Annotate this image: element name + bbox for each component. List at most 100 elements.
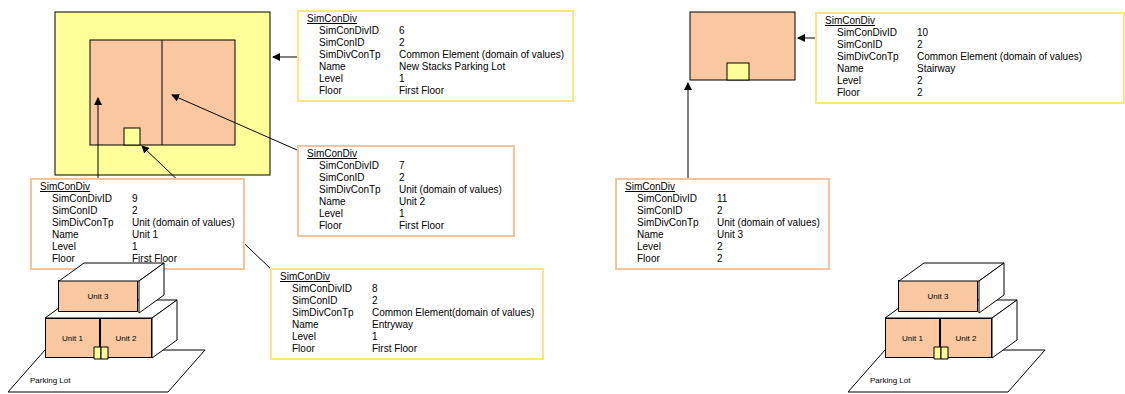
parking-lot-plan xyxy=(55,12,270,175)
unit-divider xyxy=(162,40,163,145)
attribute-name: Floor xyxy=(319,85,391,97)
class-name: SimConDiv xyxy=(280,271,534,283)
attribute-name: SimDivConTp xyxy=(837,51,909,63)
attribute-value: 9 xyxy=(132,193,235,205)
attribute-name: SimConID xyxy=(52,205,124,217)
attribute-table: SimConDivID6SimConID2SimDivConTpCommon E… xyxy=(307,25,564,97)
attribute-name: Name xyxy=(52,229,124,241)
attribute-value: Unit (domain of values) xyxy=(399,184,505,196)
unit-face: Unit 2 xyxy=(100,318,152,358)
class-name: SimConDiv xyxy=(625,181,820,193)
lot-label: Parking Lot xyxy=(870,376,910,385)
attribute-name: Floor xyxy=(292,343,364,355)
attribute-name: SimConDivID xyxy=(319,160,391,172)
attribute-name: SimConDivID xyxy=(52,193,124,205)
callout-box: SimConDivSimConDivID11SimConID2SimDivCon… xyxy=(615,178,830,270)
unit-face: Unit 1 xyxy=(885,318,940,358)
callout-box: SimConDivSimConDivID10SimConID2SimDivCon… xyxy=(815,12,1125,104)
attribute-value: First Floor xyxy=(399,85,564,97)
attribute-name: Name xyxy=(319,61,391,73)
attribute-name: SimDivConTp xyxy=(292,307,364,319)
attribute-value: Common Element (domain of values) xyxy=(917,51,1115,63)
attribute-value: 2 xyxy=(917,75,1115,87)
attribute-name: Floor xyxy=(637,253,709,265)
unit-face: Unit 3 xyxy=(898,280,978,312)
attribute-name: SimConID xyxy=(292,295,364,307)
attribute-value: 6 xyxy=(399,25,564,37)
attribute-name: SimConDivID xyxy=(637,193,709,205)
attribute-name: Name xyxy=(319,196,391,208)
attribute-value: 8 xyxy=(372,283,534,295)
attribute-value: New Stacks Parking Lot xyxy=(399,61,564,73)
attribute-name: SimDivConTp xyxy=(637,217,709,229)
attribute-name: Level xyxy=(837,75,909,87)
attribute-value: First Floor xyxy=(372,343,534,355)
attribute-value: 7 xyxy=(399,160,505,172)
attribute-value: Unit 3 xyxy=(717,229,820,241)
attribute-value: 2 xyxy=(717,205,820,217)
lot-label: Parking Lot xyxy=(30,376,70,385)
class-name: SimConDiv xyxy=(825,15,1115,27)
attribute-value: 10 xyxy=(917,27,1115,39)
attribute-name: Level xyxy=(292,331,364,343)
attribute-name: Level xyxy=(637,241,709,253)
attribute-name: SimDivConTp xyxy=(52,217,124,229)
attribute-value: Entryway xyxy=(372,319,534,331)
attribute-value: 2 xyxy=(132,205,235,217)
attribute-name: SimDivConTp xyxy=(319,49,391,61)
attribute-table: SimConDivID 9SimConID 2SimDivConTp Unit (do… xyxy=(40,193,235,265)
attribute-name: SimConDivID xyxy=(319,25,391,37)
stairway-plan xyxy=(727,63,749,80)
attribute-name: SimConID xyxy=(837,39,909,51)
callout-box: SimConDivSimConDivID9SimConID2SimDivConT… xyxy=(30,178,245,270)
attribute-value: 2 xyxy=(399,172,505,184)
attribute-table: SimConDivID11SimConID2SimDivConTpUnit (d… xyxy=(625,193,820,265)
attribute-name: Level xyxy=(319,73,391,85)
entryway-plan xyxy=(124,128,140,145)
attribute-name: Floor xyxy=(837,87,909,99)
unit-face: Unit 3 xyxy=(58,280,138,312)
unit-label: Unit 2 xyxy=(956,334,977,343)
attribute-name: SimConDivID xyxy=(837,27,909,39)
attribute-value: 11 xyxy=(717,193,820,205)
attribute-value: Common Element(domain of values) xyxy=(372,307,534,319)
attribute-name: Name xyxy=(637,229,709,241)
attribute-name: SimConDivID xyxy=(292,283,364,295)
unit-face: Unit 2 xyxy=(940,318,992,358)
attribute-value: Unit (domain of values) xyxy=(132,217,235,229)
attribute-value: Common Element (domain of values) xyxy=(399,49,564,61)
unit-label: Unit 3 xyxy=(928,292,949,301)
attribute-table: SimConDivID10SimConID2SimDivConTpCommon … xyxy=(825,27,1115,99)
callout-box: SimConDivSimConDivID 8SimConID 2SimDivConT… xyxy=(270,268,544,360)
attribute-value: 2 xyxy=(717,253,820,265)
attribute-value: Unit 1 xyxy=(132,229,235,241)
unit-label: Unit 1 xyxy=(902,334,923,343)
attribute-value: 1 xyxy=(399,208,505,220)
attribute-table: SimConDivID 7SimConID 2SimDivConTp Unit (do… xyxy=(307,160,505,232)
unit-label: Unit 3 xyxy=(88,292,109,301)
attribute-value: 2 xyxy=(717,241,820,253)
attribute-value: Unit 2 xyxy=(399,196,505,208)
attribute-name: Name xyxy=(837,63,909,75)
attribute-value: 2 xyxy=(917,87,1115,99)
attribute-value: 1 xyxy=(132,241,235,253)
attribute-name: SimDivConTp xyxy=(319,184,391,196)
attribute-value: 2 xyxy=(399,37,564,49)
callout-box: SimConDivSimConDivID6SimConID2SimDivConT… xyxy=(297,10,574,102)
attribute-value: 2 xyxy=(917,39,1115,51)
building-plan xyxy=(90,40,235,145)
class-name: SimConDiv xyxy=(307,148,505,160)
attribute-table: SimConDivID 8SimConID 2SimDivConTp Common E… xyxy=(280,283,534,355)
attribute-value: First Floor xyxy=(399,220,505,232)
callout-box: SimConDivSimConDivID 7SimConID 2SimDivConT… xyxy=(297,145,515,237)
attribute-name: Level xyxy=(52,241,124,253)
class-name: SimConDiv xyxy=(307,13,564,25)
attribute-name: SimConID xyxy=(637,205,709,217)
attribute-value: 2 xyxy=(372,295,534,307)
attribute-name: Name xyxy=(292,319,364,331)
attribute-name: SimConID xyxy=(319,172,391,184)
unit-label: Unit 1 xyxy=(62,334,83,343)
attribute-value: Stairway xyxy=(917,63,1115,75)
second-floor-plan xyxy=(690,12,795,80)
attribute-value: Unit (domain of values) xyxy=(717,217,820,229)
